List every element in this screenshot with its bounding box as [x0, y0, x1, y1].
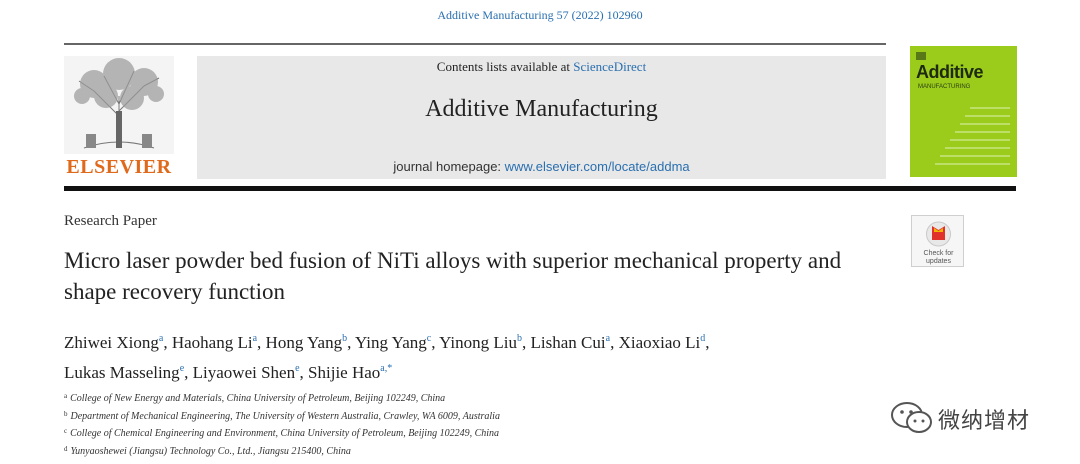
affiliation-mark: d [64, 444, 68, 453]
article-title: Micro laser powder bed fusion of NiTi al… [64, 248, 842, 304]
affiliation-mark: c [64, 427, 68, 435]
author-affiliation-mark[interactable]: a [252, 333, 258, 344]
author-name[interactable]: Hong Yang [265, 333, 343, 352]
affiliation-mark: a [64, 392, 68, 400]
author-list: Zhiwei Xionga, Haohang Lia, Hong Yangb, … [64, 326, 924, 386]
author-affiliation-mark[interactable]: c [426, 333, 432, 344]
cover-title: Additive [916, 62, 984, 82]
affiliation-text: College of New Energy and Materials, Chi… [70, 393, 446, 404]
affiliation-text: Yunyaoshewei (Jiangsu) Technology Co., L… [70, 445, 351, 457]
author-affiliation-mark[interactable]: b [517, 333, 523, 344]
publisher-name: ELSEVIER [66, 156, 172, 178]
article-type: Research Paper [64, 213, 157, 229]
contents-prefix: Contents lists available at [436, 59, 574, 74]
author-name[interactable]: Zhiwei Xiong [64, 333, 159, 352]
author-affiliation-mark[interactable]: e [179, 363, 185, 374]
author-separator: , [522, 333, 531, 352]
homepage-link[interactable]: www.elsevier.com/locate/addma [504, 159, 690, 174]
author-separator: , [299, 363, 309, 382]
affiliation-mark: b [64, 409, 68, 418]
author-separator: , [705, 333, 710, 352]
wechat-icon [891, 402, 932, 433]
cover-subtitle: MANUFACTURING [918, 84, 971, 90]
homepage-prefix: journal homepage: [393, 159, 505, 174]
author-affiliation-mark[interactable]: b [342, 333, 348, 344]
crossmark-icon [926, 221, 951, 247]
affiliation-text: College of Chemical Engineering and Envi… [70, 428, 500, 439]
author-name[interactable]: Yinong Liu [439, 333, 518, 352]
top-rule [64, 43, 886, 45]
author-name[interactable]: Shijie Hao [308, 363, 381, 382]
author-separator: , [347, 333, 355, 352]
journal-title: Additive Manufacturing [425, 96, 658, 122]
homepage-line: journal homepage: www.elsevier.com/locat… [197, 159, 886, 174]
author-affiliation-mark[interactable]: a [158, 333, 164, 344]
author-name[interactable]: Ying Yang [354, 333, 427, 352]
elsevier-logo[interactable]: ELSEVIER [64, 56, 174, 180]
affiliation-mark: e [64, 462, 67, 464]
author-affiliation-mark[interactable]: e [295, 363, 300, 374]
author-name[interactable]: Lishan Cui [530, 333, 606, 352]
watermark-text: 微纳增材 [938, 409, 1031, 434]
author-separator: , [163, 333, 172, 352]
affiliation-item: eAixway3d GmbH, Aachen 52074, Germany [64, 459, 764, 464]
author-separator: , [610, 333, 619, 352]
bottom-rule [64, 186, 1016, 191]
author-separator: , [431, 333, 440, 352]
author-affiliation-mark[interactable]: d [700, 333, 706, 344]
wechat-watermark: 微纳增材 [890, 398, 1060, 438]
author-name[interactable]: Haohang Li [171, 333, 253, 352]
check-for-updates-button[interactable]: Check for updates [911, 215, 964, 267]
author-separator: , [184, 363, 193, 382]
author-separator: , [257, 333, 266, 352]
elsevier-tree-icon [64, 56, 174, 154]
journal-reference[interactable]: Additive Manufacturing 57 (2022) 102960 [437, 8, 643, 22]
author-name[interactable]: Xiaoxiao Li [618, 333, 701, 352]
author-affiliation-mark[interactable]: a [605, 333, 611, 344]
journal-cover[interactable]: Additive MANUFACTURING [910, 46, 1017, 177]
crossmark-label-line2: updates [926, 258, 951, 265]
affiliation-text: Department of Mechanical Engineering, Th… [70, 410, 500, 422]
crossmark-label-line1: Check for [923, 250, 954, 257]
author-name[interactable]: Liyaowei Shen [192, 363, 296, 382]
author-affiliation-mark[interactable]: a,* [380, 363, 393, 374]
cover-art-icon [916, 52, 1010, 165]
journal-banner: Contents lists available at ScienceDirec… [197, 56, 886, 179]
crossmark-label: Check for updates [912, 250, 965, 266]
author-name[interactable]: Lukas Masseling [64, 363, 180, 382]
sciencedirect-link[interactable]: ScienceDirect [573, 59, 647, 74]
contents-line: Contents lists available at ScienceDirec… [197, 59, 886, 75]
